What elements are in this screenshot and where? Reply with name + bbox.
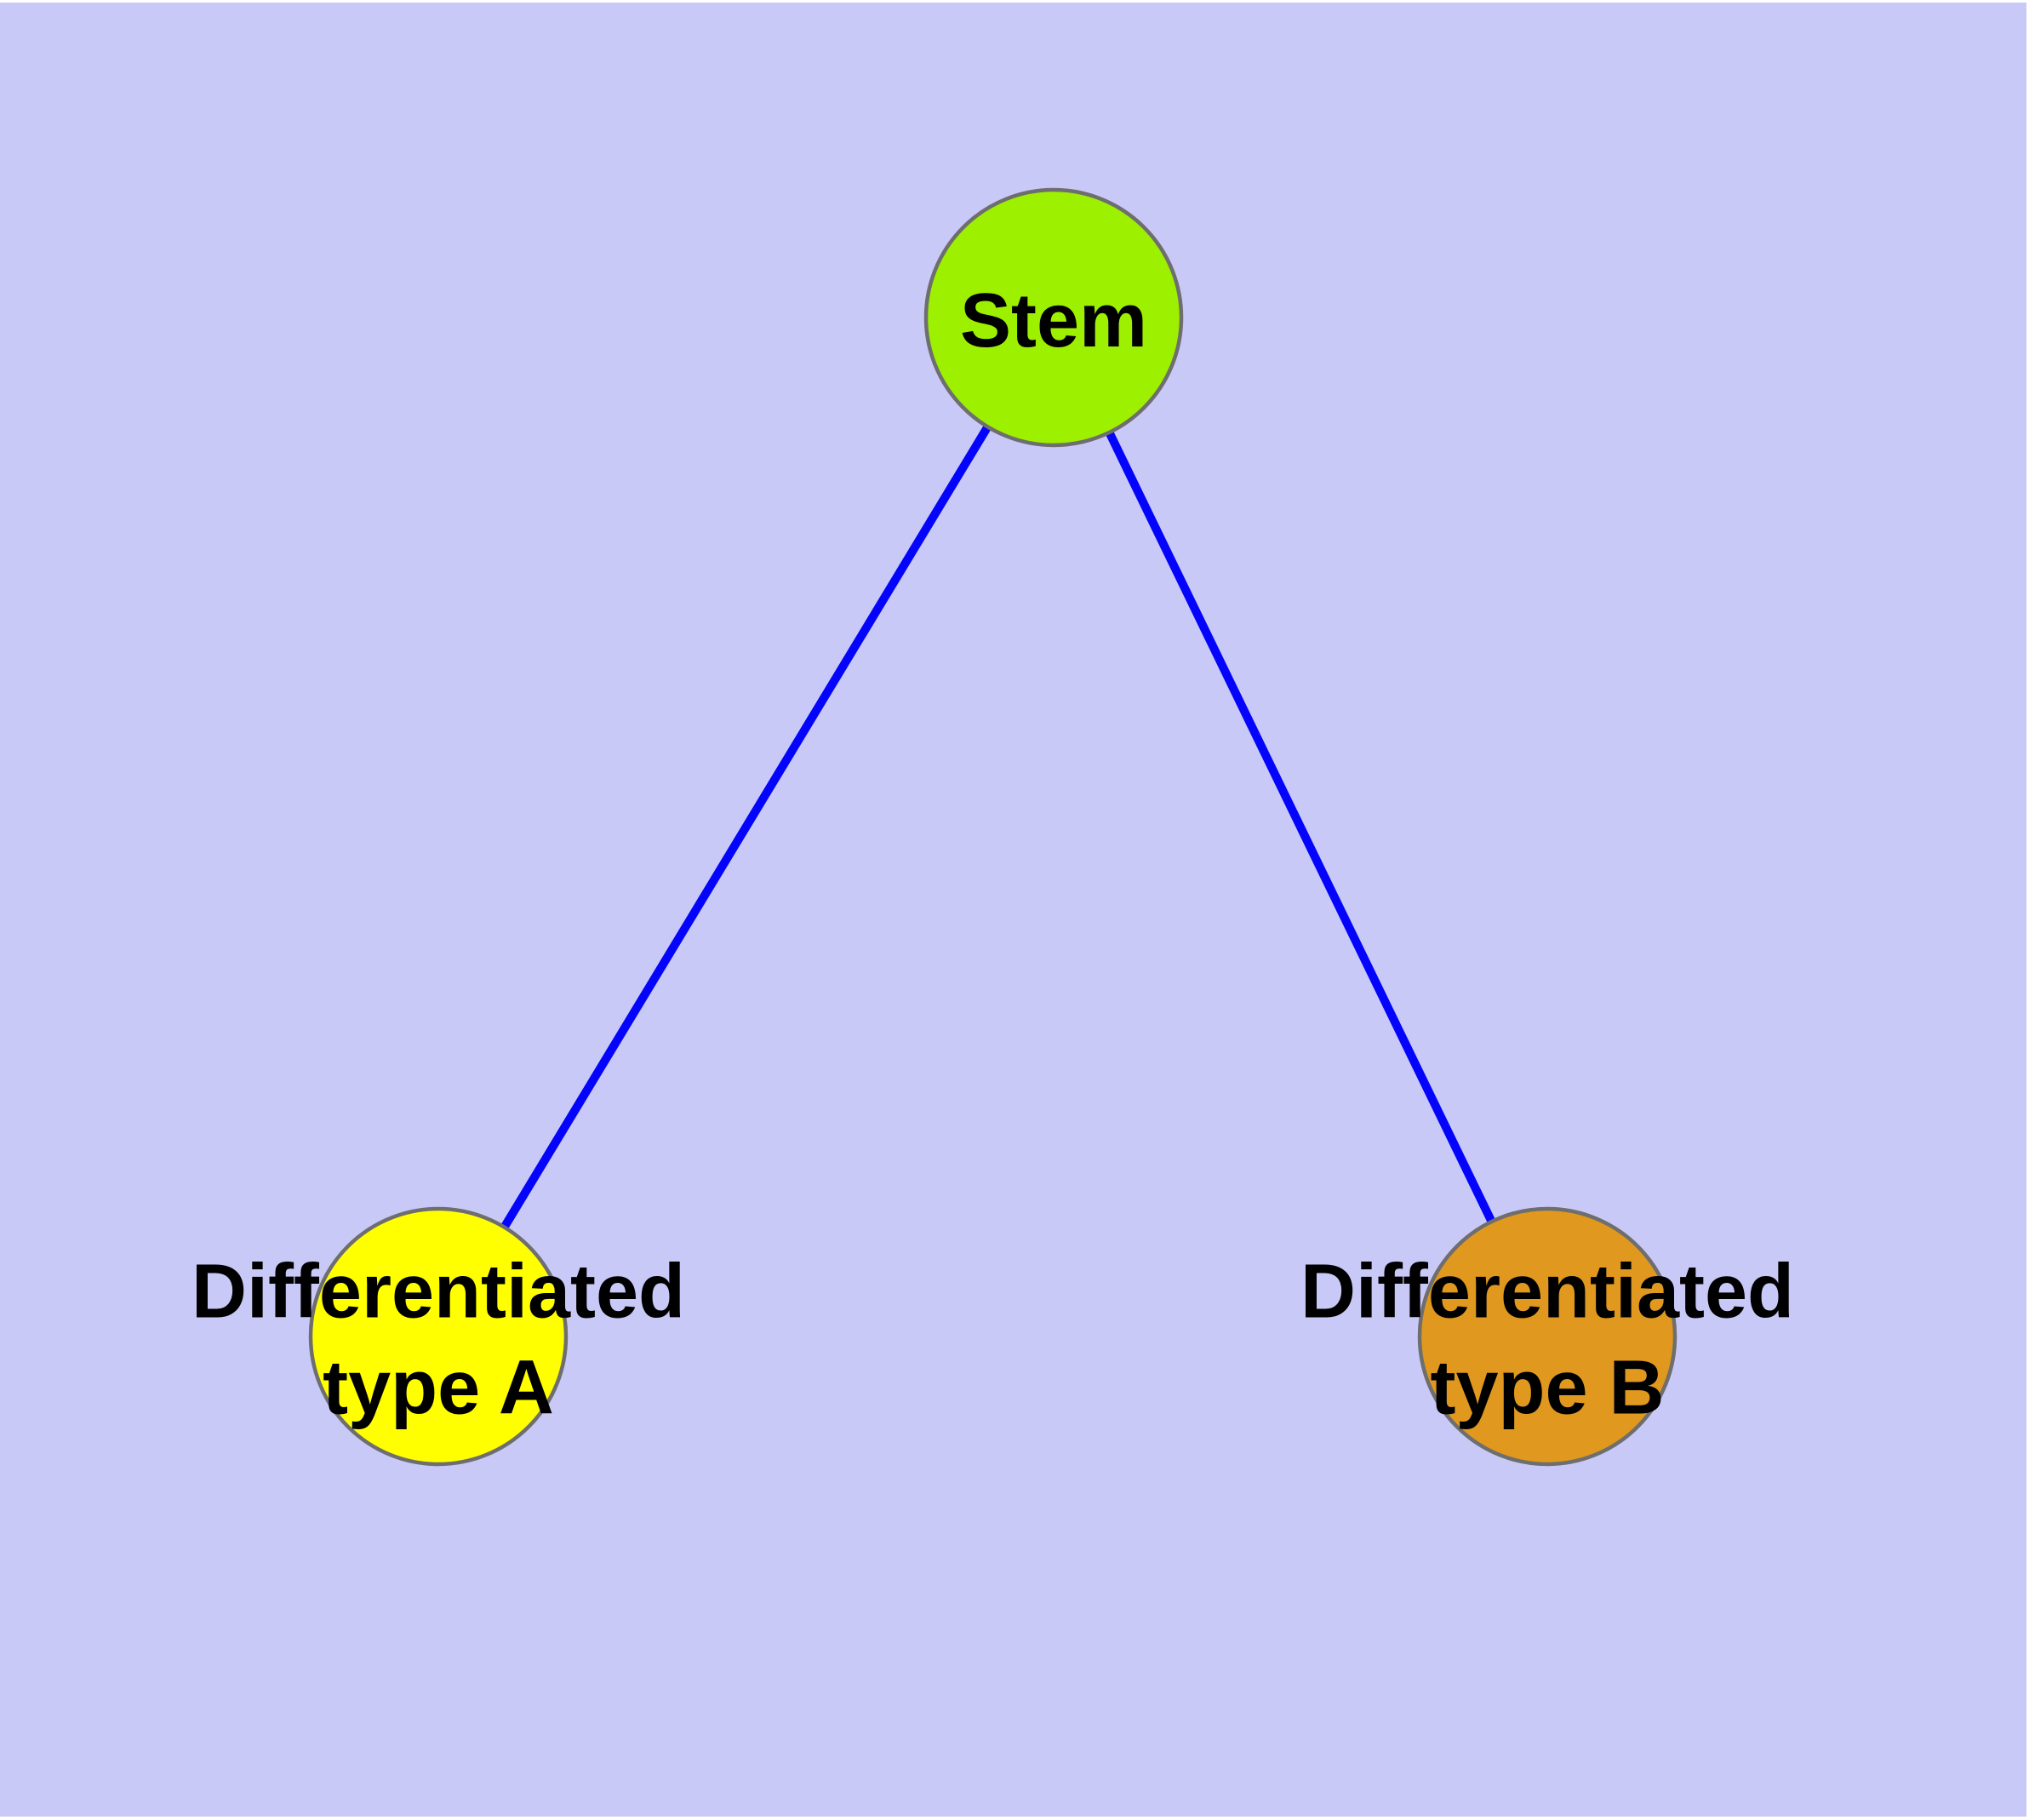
node-stem-label: Stem (960, 278, 1147, 363)
node-stem-circle[interactable] (923, 187, 1184, 448)
edge-stem-to-differentiated-type-b (1049, 315, 1552, 1339)
node-differentiated-type-b-circle[interactable] (1417, 1206, 1677, 1467)
edge-stem-to-differentiated-type-a (434, 315, 1058, 1339)
node-differentiated-type-a-circle[interactable] (308, 1206, 569, 1467)
node-stem[interactable]: Stem (923, 187, 1184, 448)
